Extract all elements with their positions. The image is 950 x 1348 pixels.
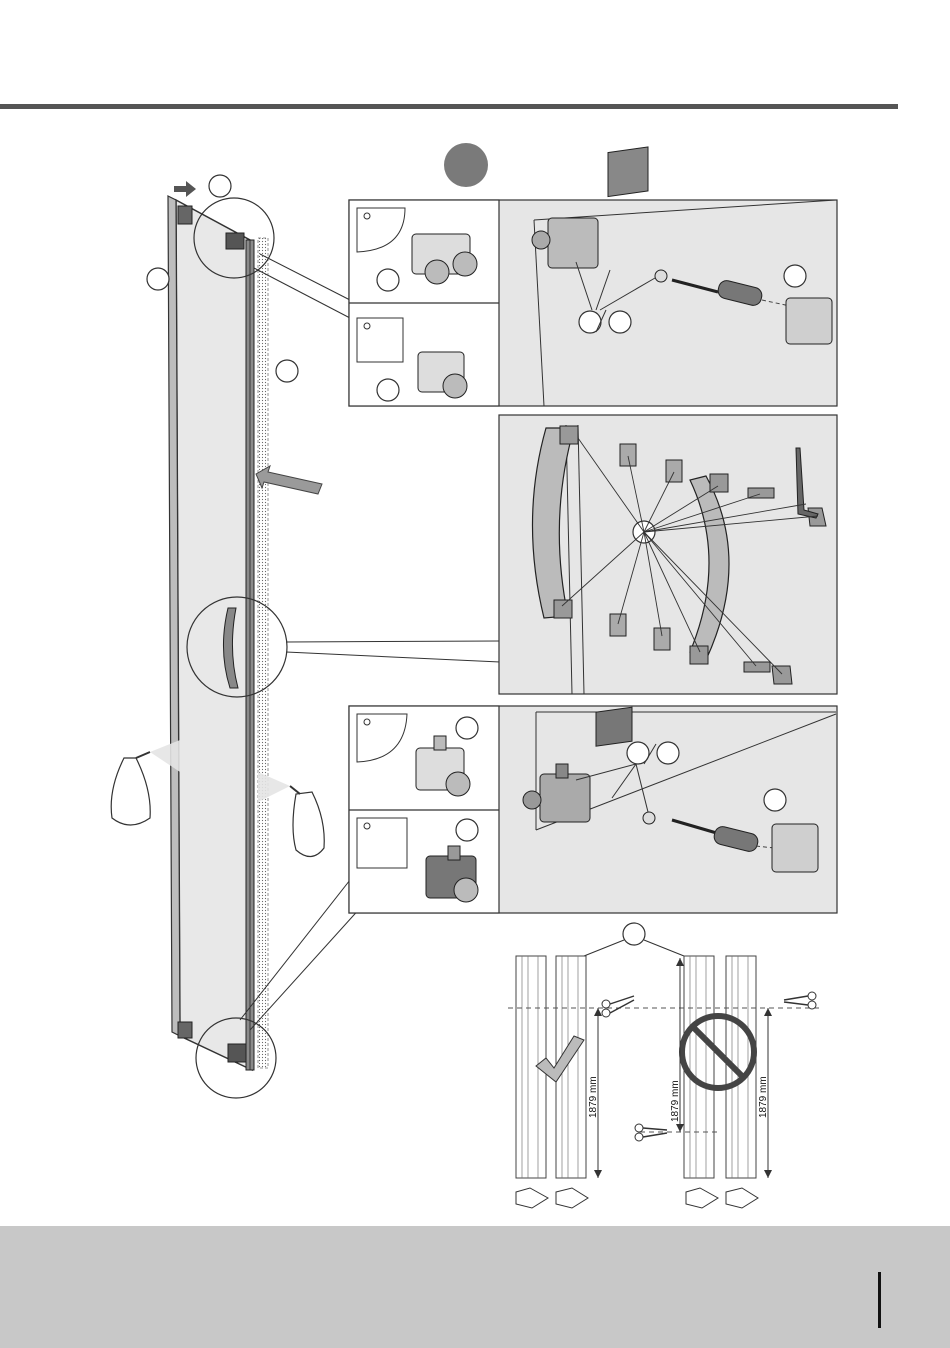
footer-page-rule bbox=[878, 1272, 881, 1328]
callout-roller-b bbox=[377, 379, 399, 401]
footer-band bbox=[0, 1226, 950, 1348]
callout-roller-a bbox=[377, 269, 399, 291]
panel-top-rollers bbox=[349, 147, 837, 406]
callout-door-3 bbox=[276, 360, 298, 382]
callout-cap-b bbox=[764, 789, 786, 811]
spray-bottle-icon bbox=[111, 740, 180, 825]
scissors-icon bbox=[784, 992, 816, 1009]
panel-bottom-rollers bbox=[349, 706, 837, 913]
callout-door-2 bbox=[147, 268, 169, 290]
panel-handles bbox=[499, 415, 837, 694]
dimension-label-ok: 1879 mm bbox=[588, 1076, 599, 1118]
callout-seal bbox=[623, 923, 645, 945]
callout-screw-b bbox=[609, 311, 631, 333]
scissors-icon bbox=[602, 996, 634, 1017]
step-marker bbox=[444, 143, 488, 187]
door-panel-group bbox=[168, 181, 322, 1070]
dashed-profile bbox=[258, 238, 268, 1068]
dimension-label-wrong-b: 1879 mm bbox=[758, 1076, 769, 1118]
callout-roller-d bbox=[456, 819, 478, 841]
callout-cap bbox=[784, 265, 806, 287]
callout-door-1 bbox=[209, 175, 231, 197]
dimension-label-wrong-a: 1879 mm bbox=[670, 1080, 681, 1122]
callout-screw-a bbox=[579, 311, 601, 333]
seal-profiles: 1879 mm 1879 mm 1879 mm bbox=[508, 923, 820, 1208]
glass-door bbox=[176, 200, 252, 1070]
callout-screw-d bbox=[657, 742, 679, 764]
callout-roller-c bbox=[456, 717, 478, 739]
